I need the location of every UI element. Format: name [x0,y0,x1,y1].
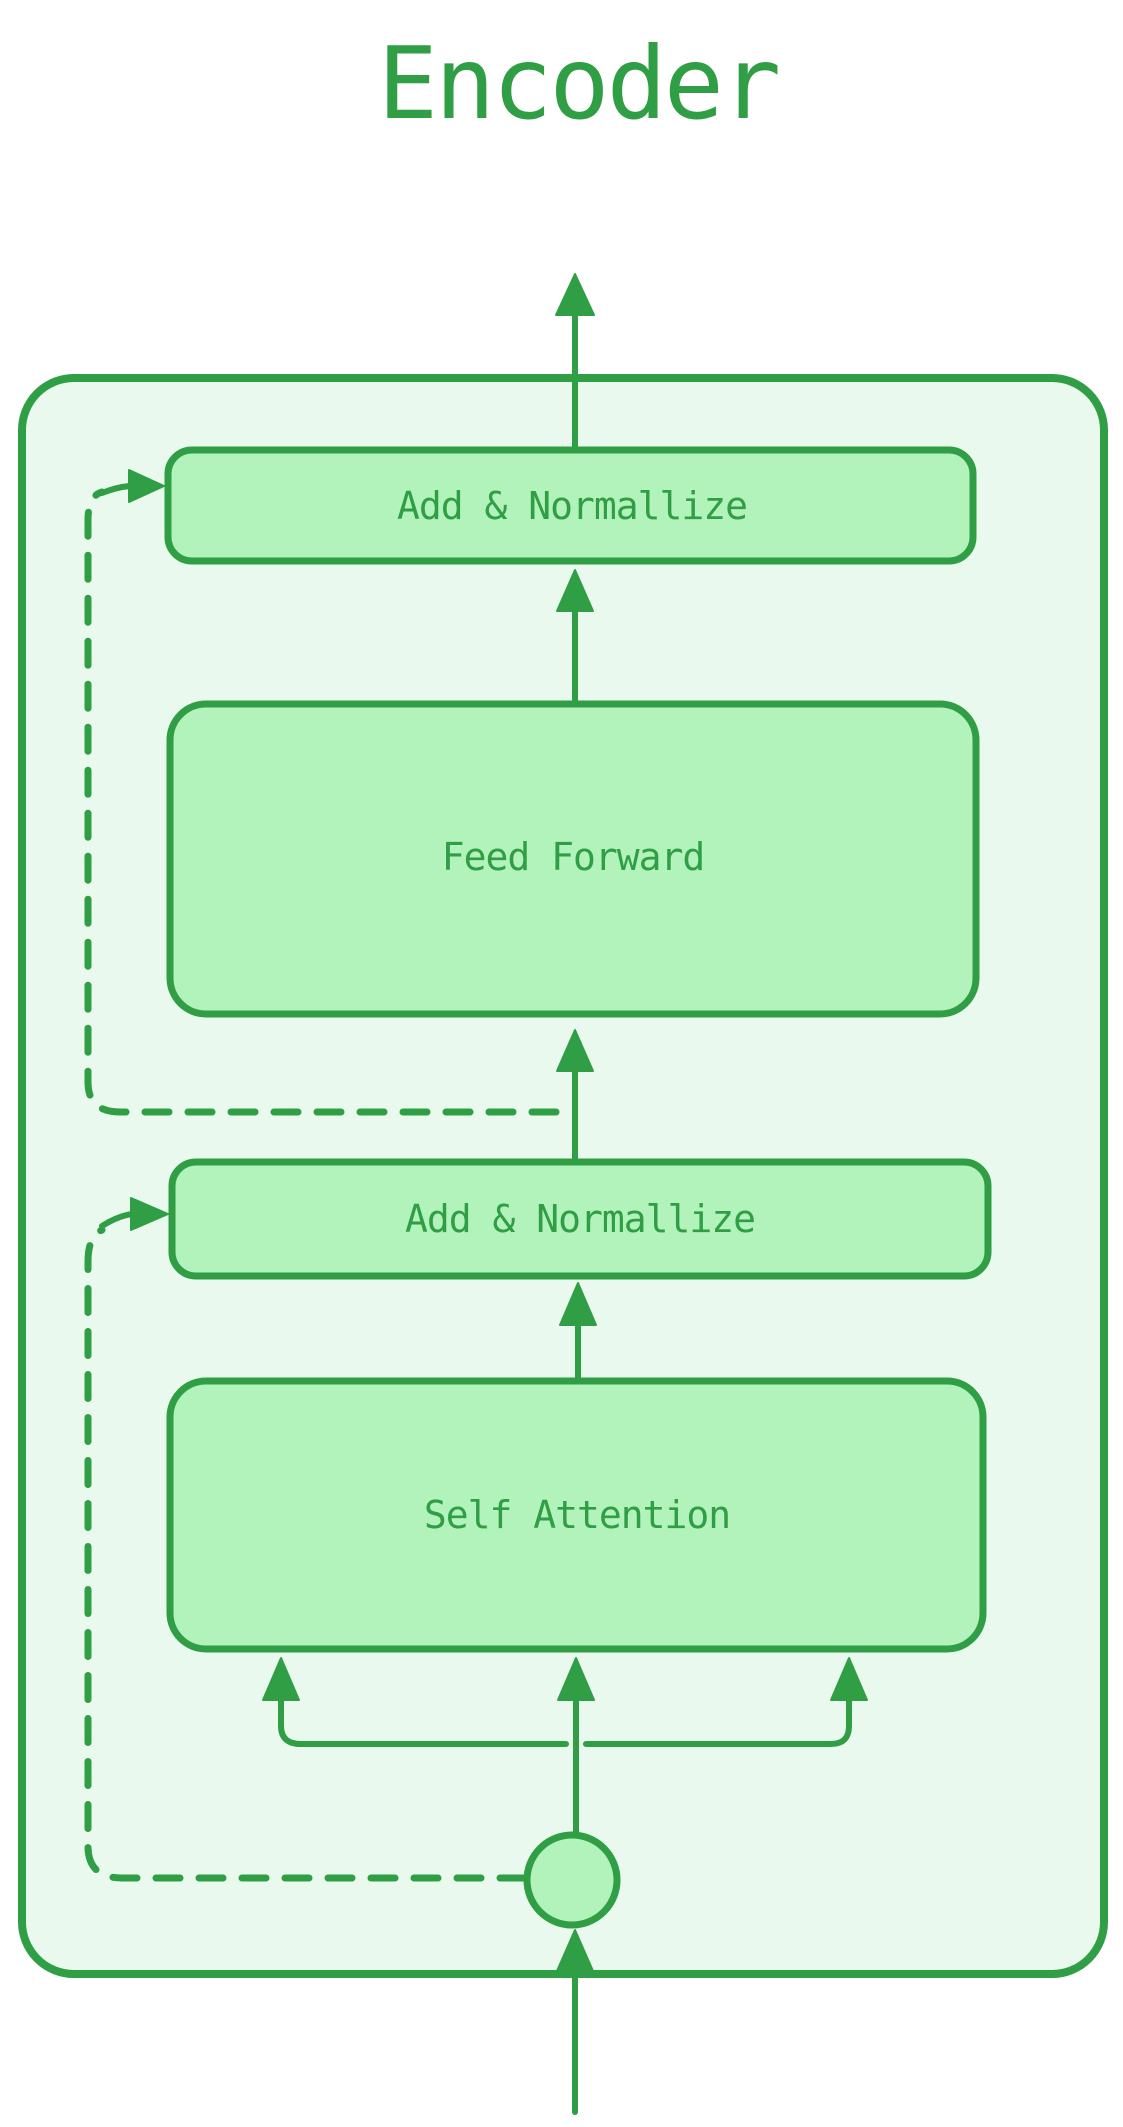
sa-to-addnorm-arrowhead-icon [559,1282,597,1326]
fork-right-branch [583,1697,852,1747]
fork-right-arrowhead-icon [830,1657,868,1701]
ff-to-addnorm-arrowhead-icon [556,569,594,612]
add-normalize-top-label: Add & Normallize [397,484,747,528]
add-normalize-top-box [164,446,977,565]
feed-forward-label: Feed Forward [442,835,705,879]
fork-center-arrowhead-icon [557,1657,595,1701]
addnorm-to-ff-arrowhead-icon [556,1029,594,1072]
self-attention-label: Self Attention [424,1493,730,1537]
diagram-title: Encoder [378,25,778,142]
feed-forward-box [166,700,980,1018]
residual-lower-arrow-tail [99,1211,135,1229]
add-normalize-bottom-box [168,1158,992,1280]
fork-left-arrowhead-icon [262,1657,300,1701]
residual-upper-arrowhead-icon [128,469,165,503]
input-arrowhead-icon [556,1929,594,1972]
fork-left-branch [278,1697,569,1747]
residual-dashed-upper [84,488,560,1116]
residual-dashed-lower [84,1226,528,1882]
self-attention-box [166,1377,987,1653]
residual-lower-arrowhead-icon [130,1197,169,1231]
add-normalize-bottom-label: Add & Normallize [405,1197,755,1241]
output-arrowhead-icon [555,273,595,316]
input-node-circle [523,1831,621,1929]
residual-upper-arrow-tail [99,483,133,496]
